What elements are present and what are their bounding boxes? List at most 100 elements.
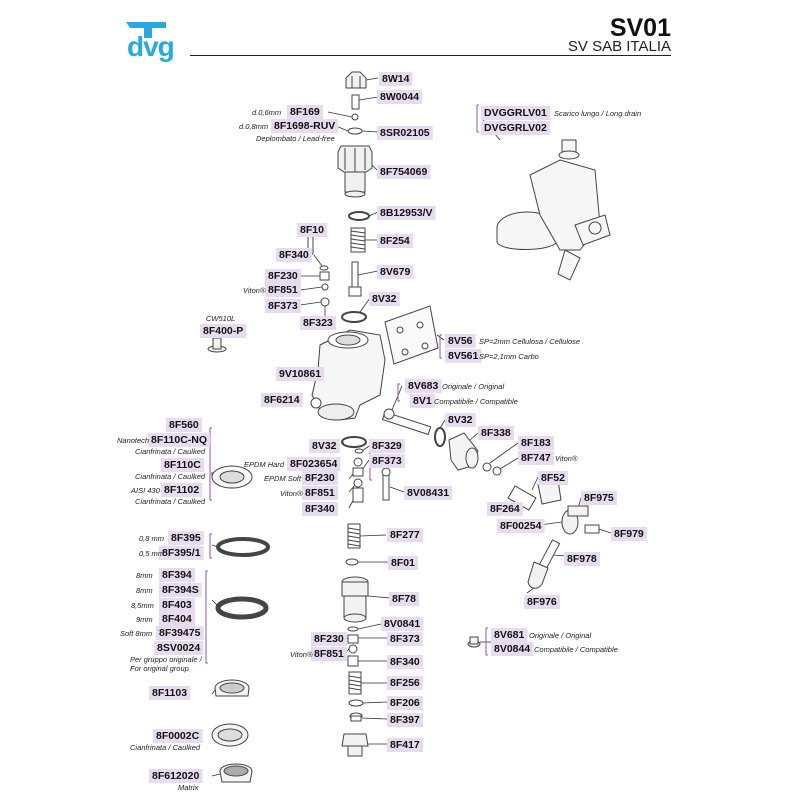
leader-line bbox=[358, 96, 379, 101]
label-box bbox=[159, 583, 202, 597]
part-spring-8f277 bbox=[347, 523, 361, 549]
label-box bbox=[405, 379, 442, 393]
label-box bbox=[300, 316, 336, 330]
part-gasket-8sr02105 bbox=[347, 127, 363, 135]
header-rule bbox=[190, 55, 671, 56]
note-for-group: For original group bbox=[130, 664, 189, 673]
label-8f1102: 8F1102 bbox=[164, 484, 199, 496]
label-8f340c: 8F340 bbox=[390, 656, 420, 668]
label-8f394s: 8F394S bbox=[162, 584, 199, 596]
label-box bbox=[564, 552, 600, 566]
label-8f1103: 8F1103 bbox=[152, 687, 187, 699]
note-viton2: Viton® bbox=[555, 454, 578, 463]
label-box bbox=[388, 556, 419, 570]
note-mm85: 8,5mm bbox=[131, 601, 154, 610]
label-box bbox=[153, 729, 203, 743]
part-nut-8f230a bbox=[319, 271, 330, 281]
label-box bbox=[200, 324, 247, 338]
leader-line bbox=[439, 419, 446, 429]
note-mm08: 0,8 mm bbox=[139, 534, 164, 543]
label-box bbox=[271, 119, 339, 133]
note-originale1: Originale / Original bbox=[442, 382, 504, 391]
label-box bbox=[389, 592, 420, 606]
leader-line bbox=[367, 595, 391, 599]
note-d06: d.0,6mm bbox=[252, 108, 281, 117]
note-sp2: SP=2mm Cellulosa / Cellulose bbox=[479, 337, 580, 346]
label-box bbox=[159, 612, 195, 626]
part-gasket-8f395 bbox=[216, 537, 270, 557]
label-8f851b: 8F851 bbox=[305, 487, 335, 499]
label-box bbox=[445, 334, 476, 348]
label-box bbox=[154, 641, 204, 655]
label-8f975: 8F975 bbox=[584, 492, 614, 504]
label-8f979: 8F979 bbox=[614, 528, 644, 540]
note-d08: d.0,8mm bbox=[239, 122, 268, 131]
part-oring-8v32c bbox=[341, 436, 367, 448]
part-body-8f78 bbox=[341, 576, 369, 623]
label-box bbox=[481, 106, 550, 120]
group-brackets bbox=[205, 104, 488, 664]
part-washer-8f206 bbox=[348, 699, 364, 707]
label-box bbox=[156, 626, 204, 640]
leader-line bbox=[359, 297, 371, 313]
note-deplombato: Deplombato / Lead-free bbox=[256, 134, 335, 143]
label-8v32a: 8V32 bbox=[372, 293, 397, 305]
label-box bbox=[377, 165, 431, 179]
label-8w0044: 8W0044 bbox=[380, 91, 419, 103]
label-8f1698: 8F1698-RUV bbox=[274, 120, 335, 132]
label-box bbox=[377, 90, 423, 104]
part-spring-8f256 bbox=[348, 671, 362, 695]
label-8f976: 8F976 bbox=[527, 596, 557, 608]
label-box bbox=[166, 418, 202, 432]
part-pin-8f979 bbox=[584, 524, 600, 534]
label-box bbox=[387, 632, 423, 646]
note-cianf3: Cianfrinata / Caulked bbox=[135, 497, 206, 506]
part-fitting-8f754069 bbox=[337, 145, 373, 198]
label-box bbox=[168, 531, 204, 545]
part-stem-8v679 bbox=[348, 261, 362, 297]
label-8f277: 8F277 bbox=[390, 529, 420, 541]
label-8f230b: 8F230 bbox=[305, 472, 335, 484]
leader-line bbox=[469, 432, 479, 441]
label-box bbox=[261, 393, 303, 407]
label-dvggrlv01: DVGGRLV01 bbox=[484, 107, 547, 119]
label-8v32b: 8V32 bbox=[448, 414, 473, 426]
note-mm8b: 8mm bbox=[136, 586, 153, 595]
label-box bbox=[311, 647, 347, 661]
part-washer-8f183 bbox=[482, 462, 492, 472]
label-8f3951: 8F395/1 bbox=[162, 547, 201, 559]
label-box bbox=[161, 483, 203, 497]
note-viton4: Viton® bbox=[290, 650, 313, 659]
label-8f417: 8F417 bbox=[390, 739, 420, 751]
part-washer-8f340a bbox=[319, 265, 329, 271]
note-matrix: Matrix bbox=[178, 783, 199, 792]
label-box bbox=[369, 292, 400, 306]
leader-line bbox=[357, 270, 379, 276]
part-valve-8v683 bbox=[381, 408, 432, 436]
label-box bbox=[379, 72, 413, 86]
part-cap-8w14 bbox=[345, 71, 367, 89]
label-8f110cnq: 8F110C-NQ bbox=[151, 434, 207, 446]
label-8f6214: 8F6214 bbox=[264, 394, 300, 406]
label-box bbox=[302, 471, 338, 485]
label-8f754069: 8F754069 bbox=[380, 166, 427, 178]
part-jet-8f023654 bbox=[353, 457, 363, 467]
leader-line bbox=[359, 534, 387, 537]
label-box bbox=[377, 206, 436, 220]
label-8f78: 8F78 bbox=[392, 593, 416, 605]
part-handle-8f976 bbox=[527, 561, 549, 589]
label-box bbox=[377, 126, 433, 140]
dvg-logo bbox=[122, 18, 182, 45]
part-oring-8v32b bbox=[434, 427, 446, 447]
part-screen-8f560 bbox=[211, 465, 253, 489]
label-8f373b: 8F373 bbox=[372, 455, 402, 467]
label-box bbox=[387, 696, 423, 710]
label-box bbox=[302, 486, 338, 500]
part-oring-8f851b bbox=[353, 478, 363, 488]
note-aisi430: AISI 430 bbox=[130, 486, 161, 495]
note-compatibile2: Compatibile / Compatible bbox=[534, 645, 618, 654]
label-box bbox=[159, 546, 204, 560]
label-box bbox=[581, 491, 617, 505]
part-washer-8f329 bbox=[354, 448, 364, 454]
label-box bbox=[611, 527, 647, 541]
